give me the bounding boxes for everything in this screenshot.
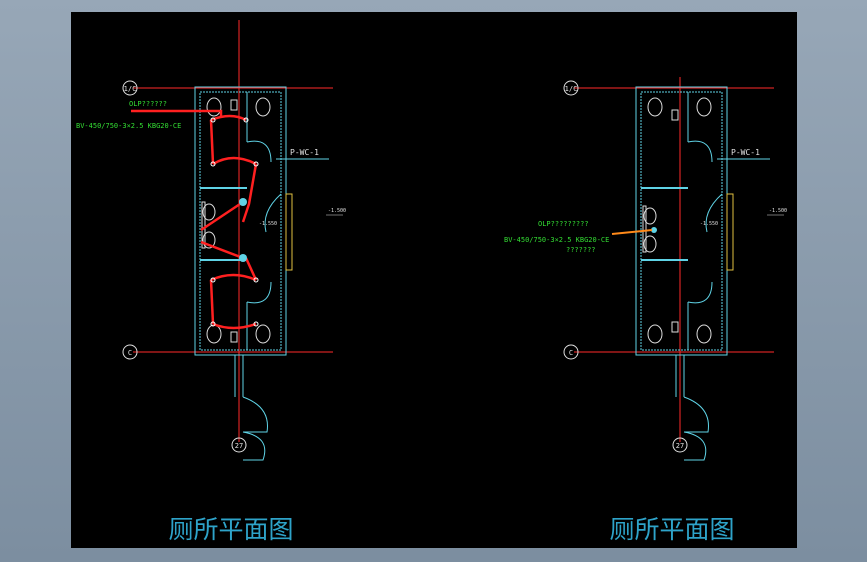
inner-wall <box>640 91 723 351</box>
elevation-inner: -1.550 <box>700 221 718 227</box>
panel-label: P-WC-1 <box>731 148 760 157</box>
axis-marker-27 <box>672 437 688 453</box>
lamp-points <box>239 198 247 262</box>
cable-label-1: OLP?????? <box>129 100 167 108</box>
axis-label-c: C <box>128 349 132 357</box>
panel-label: P-WC-1 <box>290 148 319 157</box>
panel-feed-arrow <box>611 229 653 235</box>
cable-label-2: BV-450/750-3×2.5 KBG20-CE <box>504 236 609 244</box>
toilet-fixtures-bottom <box>647 321 712 344</box>
axis-marker-c <box>122 344 138 360</box>
entrance-door-swing <box>683 396 709 461</box>
sink-fixtures <box>201 201 216 249</box>
axis-label-1c: 1/C <box>124 85 137 93</box>
axis-marker-c <box>563 344 579 360</box>
lamp-points <box>651 227 657 233</box>
cable-label-3: ??????? <box>566 246 596 254</box>
door-swing-left-top <box>246 140 272 163</box>
axis-marker-1c <box>563 80 579 96</box>
junction-points <box>210 117 259 327</box>
door-swing-right <box>264 193 282 233</box>
axis-marker-27 <box>231 437 247 453</box>
elevation-outer: -1.500 <box>769 208 787 214</box>
side-door-frame <box>285 193 293 271</box>
plan-left: 1/C C <box>76 20 346 544</box>
door-swing-left-bottom <box>687 281 713 304</box>
side-door-frame <box>726 193 734 271</box>
axis-label-1c: 1/C <box>565 85 578 93</box>
elevation-inner: -1.550 <box>259 221 277 227</box>
door-swing-left-top <box>687 140 713 163</box>
wiring-runs <box>131 109 258 330</box>
cad-drawing-canvas[interactable]: 1/C C <box>71 12 797 548</box>
axis-marker-1c <box>122 80 138 96</box>
door-swing-left-bottom <box>246 281 272 304</box>
inner-wall <box>199 91 282 351</box>
plan-right: 1/C C OLP????????? <box>504 77 787 544</box>
door-swing-right <box>705 193 723 233</box>
axis-label-27: 27 <box>235 442 243 450</box>
cable-label-1: OLP????????? <box>538 220 589 228</box>
cable-label-2: BV-450/750-3×2.5 KBG20-CE <box>76 122 181 130</box>
entrance-door-swing <box>242 396 268 461</box>
toilet-fixtures-top <box>647 97 712 121</box>
floor-plans: 1/C C <box>76 20 787 544</box>
plan-title: 厕所平面图 <box>609 515 734 544</box>
plan-title: 厕所平面图 <box>168 515 293 544</box>
sink-fixtures <box>642 205 657 253</box>
axis-label-c: C <box>569 349 573 357</box>
toilet-fixtures-top <box>206 97 271 117</box>
elevation-outer: -1.500 <box>328 208 346 214</box>
axis-label-27: 27 <box>676 442 684 450</box>
